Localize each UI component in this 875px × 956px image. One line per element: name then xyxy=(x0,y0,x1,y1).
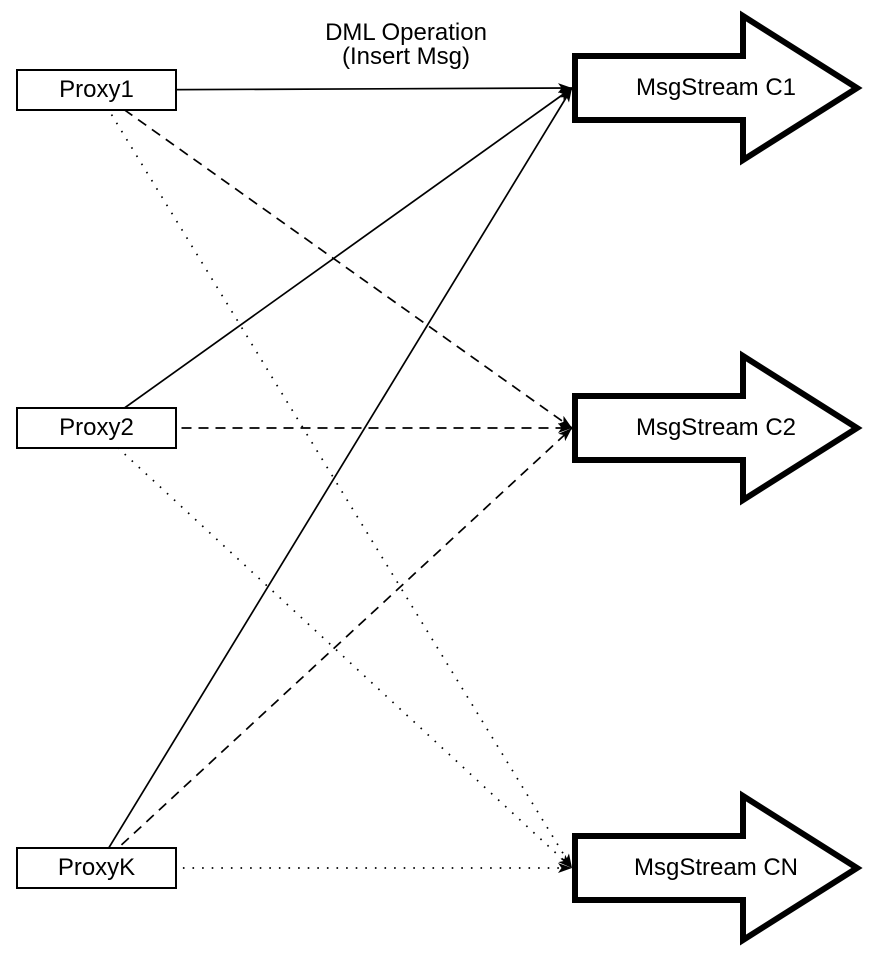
msgstream-c1-arrow-shape xyxy=(572,10,863,166)
connector-label-line1: DML Operation xyxy=(325,19,487,46)
proxy1-node: Proxy1 xyxy=(16,69,177,111)
connector-label: DML Operation (Insert Msg) xyxy=(246,21,566,69)
connector-label-line2: (Insert Msg) xyxy=(341,43,470,70)
msgstream-arrow-shapes xyxy=(572,10,863,946)
connector-proxy1-to-cn xyxy=(95,89,573,869)
connector-proxy2-to-c1 xyxy=(96,87,573,429)
connector-proxyk-to-c1 xyxy=(95,87,573,869)
msgstream-c2-arrow-shape xyxy=(572,350,863,506)
proxy2-label: Proxy2 xyxy=(59,414,134,441)
proxy1-label: Proxy1 xyxy=(59,76,134,103)
msgstream-cn-arrow-shape xyxy=(572,790,863,946)
proxyk-node: ProxyK xyxy=(16,847,177,889)
connector-proxyk-to-c2 xyxy=(95,427,573,869)
proxyk-label: ProxyK xyxy=(57,854,136,881)
proxy2-node: Proxy2 xyxy=(16,407,177,449)
connector-lines xyxy=(95,83,573,873)
